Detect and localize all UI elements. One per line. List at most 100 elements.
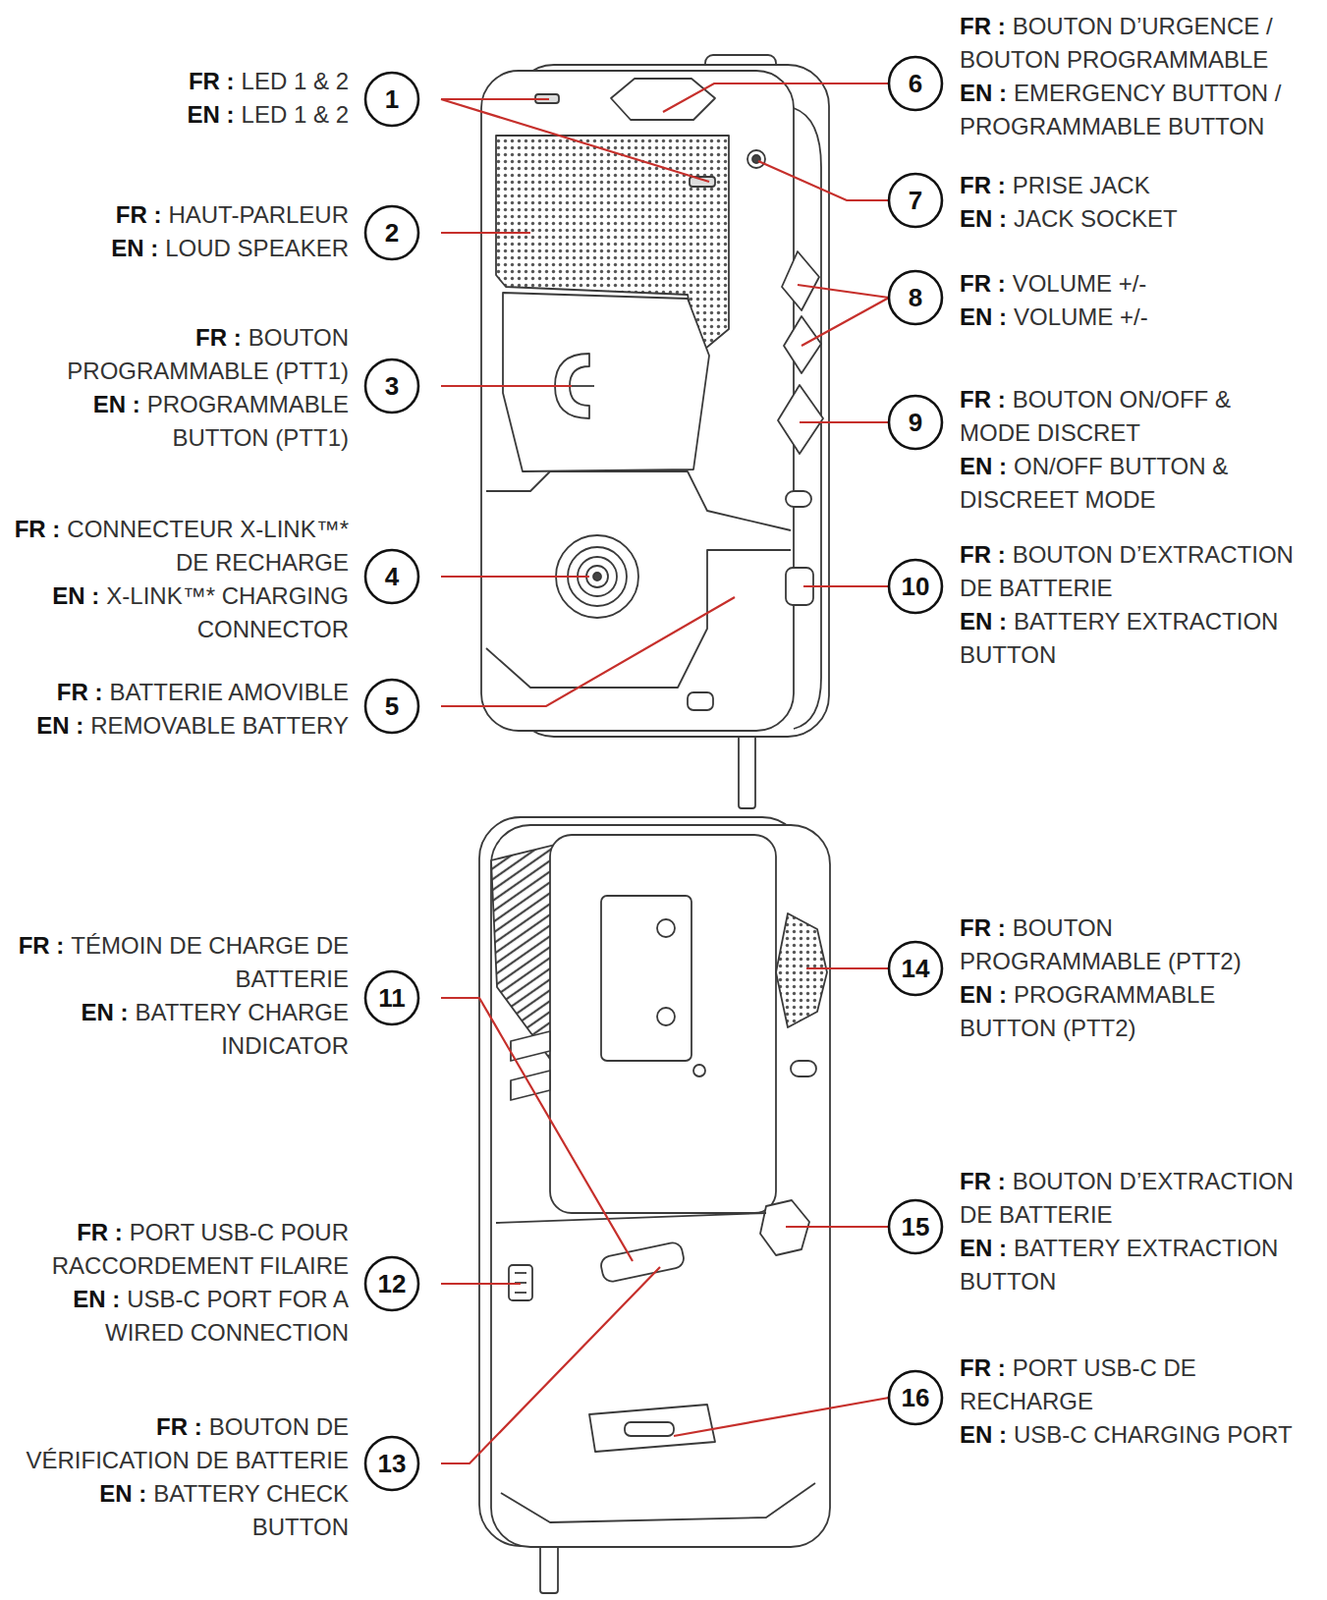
language-tag: EN : (52, 582, 100, 609)
fr-line: FR :PORT USB-C POUR RACCORDEMENT FILAIRE (9, 1216, 349, 1283)
volume-up (781, 251, 820, 311)
back-device (479, 817, 830, 1594)
leader-line (806, 967, 889, 970)
power-button (777, 385, 824, 454)
leader-line (441, 597, 735, 707)
part-name-fr: BOUTON D’URGENCE / BOUTON PROGRAMMABLE (959, 12, 1273, 73)
language-tag: FR : (115, 201, 163, 228)
callout-number: 14 (888, 941, 942, 996)
callout-number: 6 (888, 56, 942, 111)
language-tag: EN : (81, 998, 129, 1026)
language-tag: FR : (195, 324, 242, 351)
part-name-en: X-LINK™* CHARGING CONNECTOR (106, 582, 349, 643)
fr-line: FR :TÉMOIN DE CHARGE DE BATTERIE (9, 929, 349, 996)
part-name-fr: BATTERIE AMOVIBLE (109, 678, 349, 706)
language-tag: FR : (959, 270, 1006, 297)
language-tag: EN : (99, 1480, 147, 1507)
fr-line: FR :CONNECTEUR X-LINK™* DE RECHARGE (9, 512, 349, 580)
en-line: EN :USB-C PORT FOR A WIRED CONNECTION (9, 1282, 349, 1350)
en-line: EN :BATTERY CHECK BUTTON (9, 1477, 349, 1545)
part-name-en: USB-C CHARGING PORT (1013, 1421, 1293, 1448)
belt-clip (550, 834, 776, 1214)
callout-text: FR :BOUTON D’EXTRACTION DE BATTERIEEN :B… (959, 538, 1306, 672)
part-name-en: EMERGENCY BUTTON / PROGRAMMABLE BUTTON (959, 79, 1281, 140)
leader-line (801, 297, 889, 346)
part-name-en: USB-C PORT FOR A WIRED CONNECTION (105, 1285, 349, 1346)
callout-circle (888, 271, 942, 325)
leader-line (673, 1397, 889, 1437)
callout-circle (365, 206, 419, 260)
callout-text: FR :PORT USB-C DE RECHARGEEN :USB-C CHAR… (959, 1351, 1306, 1452)
battery-split (496, 1213, 767, 1223)
callout-circle (365, 550, 419, 604)
en-line: EN :REMOVABLE BATTERY (9, 709, 349, 743)
part-name-en: BATTERY CHARGE INDICATOR (135, 998, 349, 1059)
callout-text: FR :BOUTON ON/OFF & MODE DISCRETEN :ON/O… (959, 383, 1306, 517)
callout-number: 12 (365, 1257, 419, 1311)
fr-line: FR :LED 1 & 2 (9, 64, 349, 99)
leader-line (663, 83, 889, 112)
part-name-fr: BOUTON D’EXTRACTION DE BATTERIE (959, 1167, 1294, 1228)
callout-circle (888, 559, 942, 613)
en-line: EN :LED 1 & 2 (9, 98, 349, 132)
callout-circle (365, 1257, 419, 1311)
clip-plate (601, 895, 692, 1061)
language-tag: FR : (76, 1218, 123, 1246)
callout-circle (888, 56, 942, 111)
face-split (486, 471, 791, 531)
language-tag: FR : (188, 67, 235, 95)
side-slot (785, 491, 812, 507)
fr-line: FR :VOLUME +/- (959, 267, 1306, 301)
en-line: EN :BATTERY EXTRACTION BUTTON (959, 605, 1306, 672)
en-line: EN :BATTERY CHARGE INDICATOR (9, 995, 349, 1063)
part-name-en: LOUD SPEAKER (165, 234, 349, 262)
connector-ring (586, 565, 609, 588)
leader-line (758, 161, 889, 201)
language-tag: FR : (156, 1413, 203, 1440)
part-name-fr: CONNECTEUR X-LINK™* DE RECHARGE (66, 515, 349, 576)
callout-text: FR :TÉMOIN DE CHARGE DE BATTERIEEN :BATT… (9, 929, 349, 1063)
language-tag: FR : (14, 515, 61, 543)
fr-line: FR :BOUTON D’EXTRACTION DE BATTERIE (959, 538, 1306, 606)
part-name-en: BATTERY CHECK BUTTON (153, 1480, 349, 1541)
callout-number: 9 (888, 395, 942, 449)
callout-number: 3 (365, 359, 419, 413)
usb-c-detail (514, 1291, 527, 1294)
leader-line (441, 98, 550, 101)
part-name-en: REMOVABLE BATTERY (90, 712, 349, 739)
language-tag: EN : (959, 608, 1007, 635)
usb-c-detail (514, 1271, 527, 1274)
part-name-en: BATTERY EXTRACTION BUTTON (959, 608, 1278, 668)
body-back (491, 825, 830, 1548)
part-name-en: VOLUME +/- (1013, 303, 1149, 331)
part-name-en: LED 1 & 2 (241, 101, 349, 128)
callout-text: FR :PORT USB-C POUR RACCORDEMENT FILAIRE… (9, 1216, 349, 1350)
screw (693, 1064, 706, 1077)
fr-line: FR :PORT USB-C DE RECHARGE (959, 1351, 1306, 1419)
leader-line (799, 421, 889, 424)
language-tag: EN : (959, 1234, 1007, 1262)
leader-line (441, 1267, 661, 1464)
fr-line: FR :HAUT-PARLEUR (9, 198, 349, 232)
callout-text: FR :BOUTON D’EXTRACTION DE BATTERIEEN :B… (959, 1164, 1306, 1299)
part-name-fr: HAUT-PARLEUR (167, 201, 349, 228)
language-tag: EN : (959, 205, 1007, 232)
leader-line (441, 231, 531, 234)
screw (657, 1007, 675, 1026)
en-line: EN :PROGRAMMABLE BUTTON (PTT1) (9, 387, 349, 455)
part-name-fr: TÉMOIN DE CHARGE DE BATTERIE (70, 932, 349, 993)
part-name-en: PROGRAMMABLE BUTTON (PTT1) (147, 390, 349, 451)
callout-text: FR :VOLUME +/-EN :VOLUME +/- (959, 267, 1306, 334)
callout-number: 2 (365, 206, 419, 260)
en-line: EN :BATTERY EXTRACTION BUTTON (959, 1231, 1306, 1299)
en-line: EN :LOUD SPEAKER (9, 231, 349, 266)
callout-text: FR :HAUT-PARLEUREN :LOUD SPEAKER (9, 198, 349, 266)
fr-line: FR :PRISE JACK (959, 168, 1306, 203)
language-tag: EN : (110, 234, 159, 262)
callout-number: 13 (365, 1437, 419, 1491)
callout-circle (888, 1200, 942, 1254)
en-line: EN :VOLUME +/- (959, 300, 1306, 334)
leader-line (797, 284, 889, 298)
callout-number: 5 (365, 679, 419, 733)
callout-text: FR :BATTERIE AMOVIBLEEN :REMOVABLE BATTE… (9, 675, 349, 743)
